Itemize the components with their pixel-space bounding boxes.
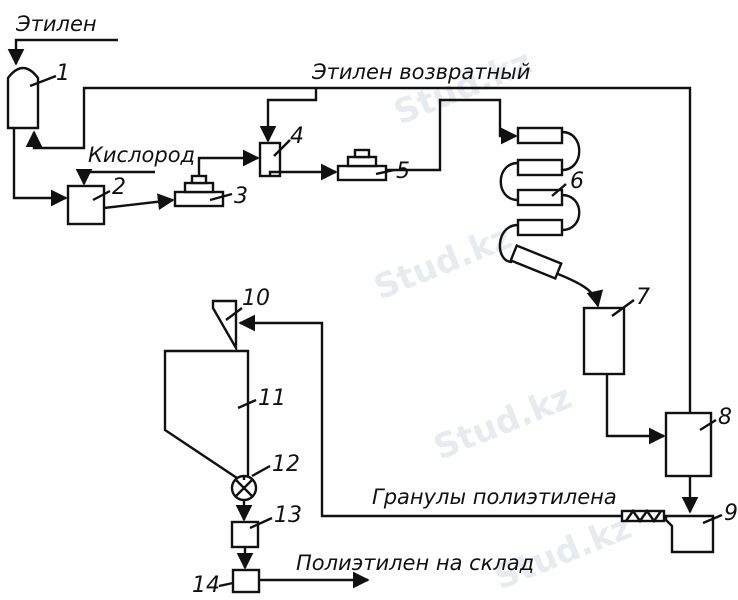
watermark-text: Stud.kz bbox=[428, 377, 577, 468]
number-8: 8 bbox=[718, 405, 732, 430]
number-6: 6 bbox=[570, 169, 584, 194]
label-pellets: Гранулы полиэтилена bbox=[372, 485, 617, 509]
equipment-10-cyclone bbox=[211, 299, 238, 353]
number-3: 3 bbox=[234, 184, 248, 209]
label-ethylene-return: Этилен возвратный bbox=[311, 60, 530, 84]
label-ethylene-in: Этилен bbox=[15, 12, 97, 36]
number-12: 12 bbox=[272, 452, 300, 477]
number-7: 7 bbox=[636, 285, 650, 310]
watermark-text: Stud.kz bbox=[368, 217, 517, 308]
number-14: 14 bbox=[192, 573, 220, 598]
screw-conveyor-icon bbox=[620, 508, 666, 524]
number-13: 13 bbox=[274, 503, 302, 528]
leader-lines bbox=[29, 74, 723, 588]
label-to-storage: Полиэтилен на склад bbox=[296, 551, 534, 575]
equipment-6-tubular-reactor bbox=[498, 126, 581, 280]
number-11: 11 bbox=[258, 386, 286, 411]
equipment-9-extruder-hopper bbox=[664, 514, 715, 554]
flow-lines bbox=[7, 38, 699, 589]
equipment-11-hopper bbox=[163, 349, 250, 482]
equipment-14-unit bbox=[231, 568, 261, 594]
number-10: 10 bbox=[242, 286, 270, 311]
equipment-2-unit bbox=[66, 184, 106, 226]
equipment-8-separator bbox=[664, 411, 713, 478]
number-4: 4 bbox=[290, 124, 304, 149]
number-5: 5 bbox=[396, 159, 410, 184]
number-2: 2 bbox=[112, 175, 126, 200]
equipment-7-separator bbox=[582, 306, 626, 376]
equipment-5-compressor bbox=[336, 148, 388, 182]
number-9: 9 bbox=[724, 501, 738, 526]
label-oxygen: Кислород bbox=[88, 143, 195, 167]
equipment-1-vessel bbox=[6, 66, 40, 130]
number-1: 1 bbox=[56, 61, 70, 86]
equipment-3-compressor bbox=[173, 174, 225, 208]
